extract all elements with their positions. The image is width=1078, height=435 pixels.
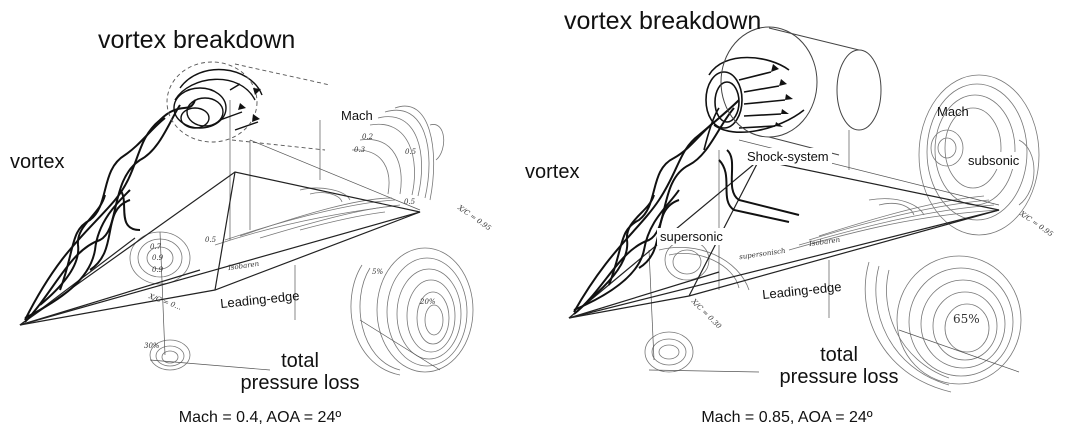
contour-label: 5% <box>372 268 383 276</box>
vortex-label: vortex <box>525 161 579 184</box>
right-flow-arrows <box>771 64 793 127</box>
supersonic-label: supersonic <box>657 228 726 245</box>
contour-label: 0.7 <box>150 243 161 251</box>
contour-label: 65% <box>953 312 980 326</box>
total-label: total <box>779 344 899 367</box>
contour-label: 0.5 <box>405 148 416 156</box>
subsonic-label: subsonic <box>965 152 1022 169</box>
vortex-label: vortex <box>10 151 64 174</box>
left-contour-lines <box>130 106 473 375</box>
contour-label: 30% <box>144 342 160 350</box>
mach-label: Mach <box>341 108 373 123</box>
left-panel-mach-0-4: vortex breakdown vortex Mach Leading-edg… <box>0 0 539 435</box>
contour-label: 0.9 <box>152 266 163 274</box>
shock-system-label: Shock-system <box>744 148 832 165</box>
left-vortex-lines <box>25 100 195 322</box>
mach-label: Mach <box>937 104 969 119</box>
right-panel-mach-0-85: vortex breakdown vortex Mach subsonic Sh… <box>539 0 1078 435</box>
contour-label: 0.5 <box>205 236 216 244</box>
vortex-breakdown-label: vortex breakdown <box>564 7 761 36</box>
contour-label: 0.2 <box>362 133 373 141</box>
contour-label: 0.9 <box>152 254 163 262</box>
right-breakdown-cylinder <box>721 27 881 155</box>
right-breakdown-swirl <box>704 58 804 151</box>
contour-label: 20% <box>420 298 436 306</box>
total-label: total <box>240 350 360 373</box>
contour-label: 0.3 <box>354 146 365 154</box>
vortex-breakdown-label: vortex breakdown <box>98 26 295 55</box>
caption-left: Mach = 0.4, AOA = 24º <box>110 409 410 427</box>
left-flow-arrows <box>238 88 261 122</box>
contour-label: 0.5 <box>404 198 415 206</box>
caption-right: Mach = 0.85, AOA = 24º <box>637 409 937 427</box>
left-axis-planes <box>150 100 440 370</box>
pressure-loss-label: pressure loss <box>759 366 919 389</box>
pressure-loss-label: pressure loss <box>220 372 380 395</box>
